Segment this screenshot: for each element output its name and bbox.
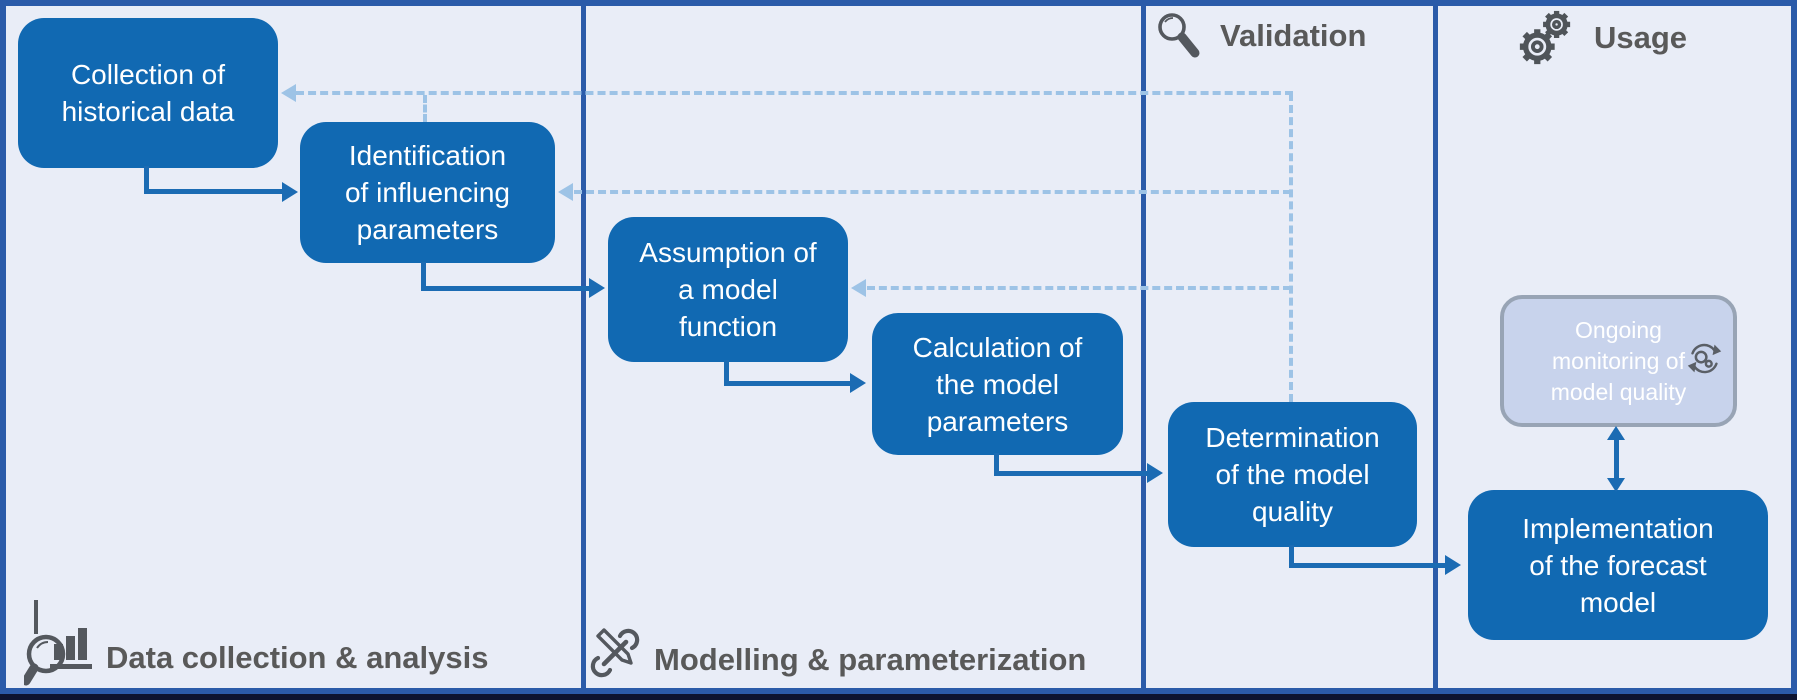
box-determination-label: Determination of the model quality <box>1205 422 1380 527</box>
lane-title-data-collection: Data collection & analysis <box>106 640 489 675</box>
gears-icon <box>1516 8 1574 73</box>
arrowhead-identification <box>282 182 298 202</box>
feedback-line-to-collection <box>296 91 1293 95</box>
box-assumption-label: Assumption of a model function <box>639 237 817 342</box>
feedback-arrowhead-collection <box>281 84 296 102</box>
box-collection-label: Collection of historical data <box>61 59 235 127</box>
lane-divider-1 <box>581 0 586 694</box>
box-implementation: Implementation of the forecast model <box>1468 490 1768 640</box>
arrowhead-calculation <box>850 373 866 393</box>
feedback-drop-to-identification <box>423 95 427 122</box>
pencil-wrench-icon <box>588 624 644 687</box>
box-collection: Collection of historical data <box>18 18 278 168</box>
box-assumption: Assumption of a model function <box>608 217 848 362</box>
box-monitoring: Ongoing monitoring of model quality <box>1500 295 1737 427</box>
box-calculation: Calculation of the model parameters <box>872 313 1123 455</box>
box-implementation-label: Implementation of the forecast model <box>1522 512 1714 618</box>
arrow-identification-to-assumption-h <box>421 286 591 291</box>
arrow-calculation-to-determination-v <box>994 453 999 474</box>
box-identification-label: Identification of influencing parameters <box>344 140 510 245</box>
arrowhead-monitoring <box>1607 426 1625 440</box>
magnifier-icon <box>1156 12 1204 67</box>
arrowhead-assumption <box>589 278 605 298</box>
lane-divider-2 <box>1141 0 1146 694</box>
magnifier-bar-chart-icon <box>21 598 96 691</box>
box-identification: Identification of influencing parameters <box>300 122 555 263</box>
arrow-monitoring-implementation-shaft <box>1614 438 1619 480</box>
arrow-identification-to-assumption-v <box>421 262 426 289</box>
arrow-determination-to-implementation-h <box>1289 563 1447 568</box>
feedback-line-to-identification <box>574 190 1291 194</box>
feedback-arrowhead-assumption <box>851 279 866 297</box>
arrow-calculation-to-determination-h <box>994 471 1149 476</box>
feedback-arrowhead-identification <box>558 183 573 201</box>
box-monitoring-label: Ongoing monitoring of model quality <box>1550 316 1687 405</box>
arrow-collection-to-identification-h <box>144 189 284 194</box>
arrowhead-implementation <box>1445 555 1461 575</box>
arrowhead-implementation-top <box>1607 478 1625 492</box>
feedback-line-to-assumption <box>867 286 1291 290</box>
lane-title-validation: Validation <box>1220 18 1367 53</box>
arrow-determination-to-implementation-v <box>1289 545 1294 566</box>
lane-title-usage: Usage <box>1594 20 1688 55</box>
arrow-assumption-to-calculation-v <box>724 360 729 384</box>
sync-arrows-icon <box>1683 307 1725 388</box>
box-determination: Determination of the model quality <box>1168 402 1417 547</box>
lane-title-modelling: Modelling & parameterization <box>654 642 1087 677</box>
arrow-assumption-to-calculation-h <box>724 381 852 386</box>
box-calculation-label: Calculation of the model parameters <box>912 331 1083 437</box>
lane-divider-3 <box>1433 0 1438 694</box>
feedback-trunk-line <box>1289 93 1293 402</box>
arrow-collection-to-identification-v <box>144 166 149 192</box>
arrowhead-determination <box>1147 463 1163 483</box>
